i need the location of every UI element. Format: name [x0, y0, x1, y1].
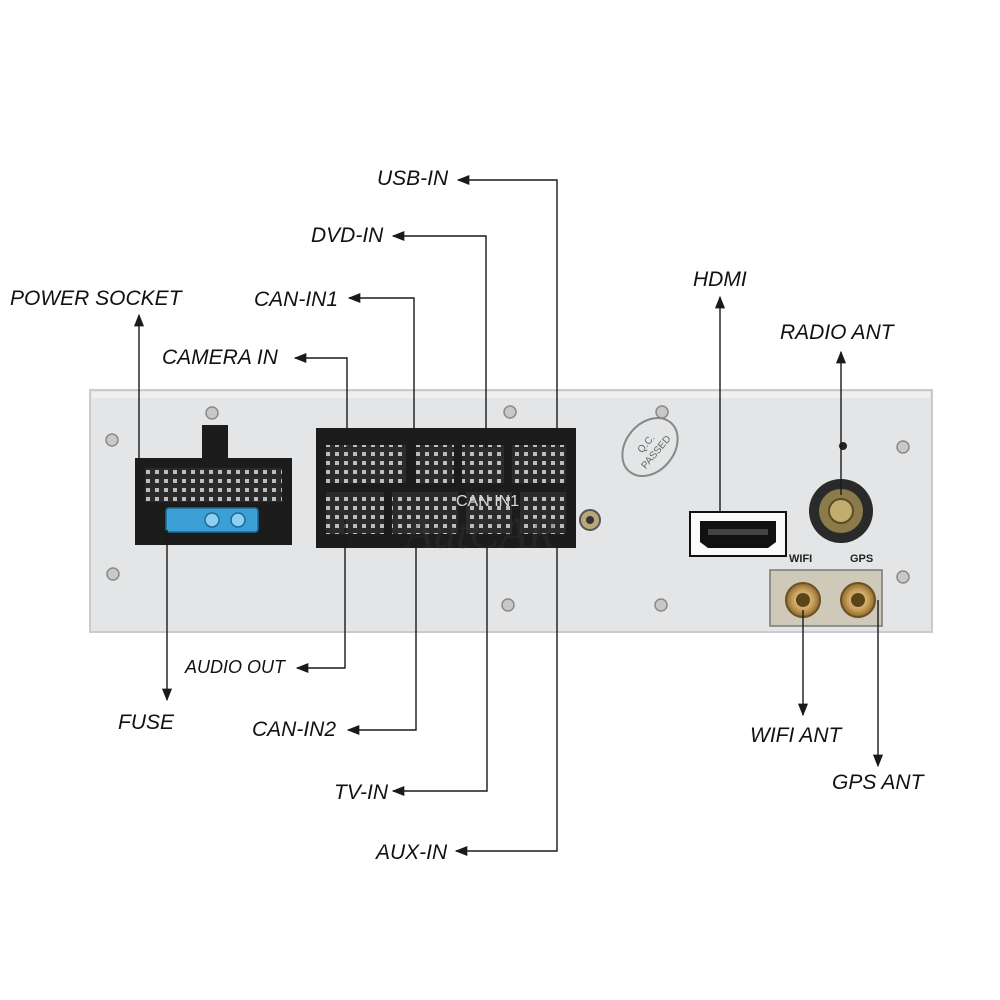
svg-text:WIFI: WIFI: [789, 553, 812, 565]
svg-text:GPS: GPS: [850, 553, 873, 565]
brand-watermark: AutCAR: [402, 507, 556, 558]
label-wifi-ant: WIFI ANT: [750, 724, 842, 747]
label-usb-in: USB-IN: [377, 167, 449, 190]
multi-connector-block: CAN IN1: [316, 428, 576, 548]
label-radio-ant: RADIO ANT: [780, 321, 894, 344]
label-audio-out: AUDIO OUT: [185, 657, 286, 677]
screw-icons: [105, 405, 910, 612]
label-tv-in: TV-IN: [334, 781, 389, 804]
label-gps-ant: GPS ANT: [832, 771, 924, 794]
label-power-socket: POWER SOCKET: [10, 287, 182, 310]
label-can-in1: CAN-IN1: [254, 288, 339, 311]
sma-connector-block: WIFI GPS: [769, 553, 883, 627]
label-hdmi: HDMI: [693, 268, 747, 291]
label-camera-in: CAMERA IN: [162, 346, 278, 369]
connector-label: CAN IN1: [456, 493, 519, 510]
label-dvd-in: DVD-IN: [311, 224, 384, 247]
label-can-in2: CAN-IN2: [252, 718, 337, 741]
power-socket-connector: [135, 425, 292, 545]
leader-lines: [133, 174, 884, 857]
label-fuse: FUSE: [118, 711, 175, 734]
hdmi-port: [689, 511, 787, 557]
label-aux-in: AUX-IN: [376, 841, 448, 864]
